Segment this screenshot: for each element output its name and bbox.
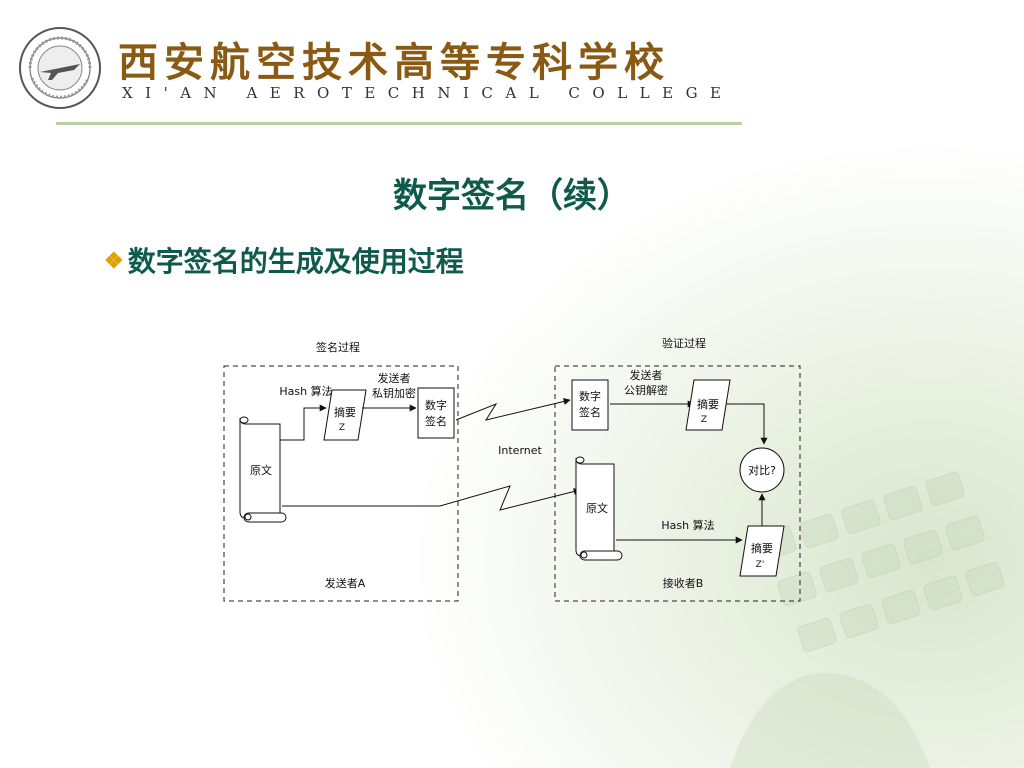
digest-z-label-sender: Z <box>339 423 345 433</box>
internet-link-document <box>282 485 581 511</box>
keyboard-hand-background-image <box>730 471 1005 768</box>
sender-label: 发送者A <box>325 576 366 590</box>
sign-process-label: 签名过程 <box>316 340 360 354</box>
college-name-cn: 西安航空技术高等专科学校 <box>118 39 670 86</box>
signature-label-sender-line1: 数字 <box>425 398 447 412</box>
bullet-item: ❖数字签名的生成及使用过程 <box>104 240 464 280</box>
header-divider <box>56 122 742 125</box>
signature-box-sender <box>417 387 455 439</box>
digest-label-sender: 摘要 <box>334 405 356 419</box>
arrow-hash-sender <box>280 404 327 441</box>
decrypt-label-line1: 发送者 <box>630 368 663 382</box>
slide-title: 数字签名（续） <box>393 176 631 216</box>
signature-box-receiver <box>571 379 609 431</box>
hash-algo-label-receiver: Hash 算法 <box>661 518 714 532</box>
sender-boundary-box <box>223 365 459 602</box>
original-doc-label-receiver: 原文 <box>586 501 608 515</box>
bullet-text: 数字签名的生成及使用过程 <box>127 245 464 278</box>
verify-process-label: 验证过程 <box>662 336 706 350</box>
signature-label-receiver-line1: 数字 <box>579 389 601 403</box>
digest-box-receiver-z <box>685 379 731 431</box>
diamond-bullet-icon: ❖ <box>104 248 124 274</box>
digest-label-receiver-z: 摘要 <box>697 397 719 411</box>
internet-label: Internet <box>498 444 542 457</box>
college-name-en: XI'AN AEROTECHNICAL COLLEGE <box>122 84 734 102</box>
digest-box-sender <box>323 389 367 441</box>
original-document-scroll-sender <box>239 416 287 523</box>
compare-label: 对比? <box>748 463 776 477</box>
arrow-to-compare-top <box>726 403 768 445</box>
encrypt-label-line2: 私钥加密 <box>372 386 416 400</box>
decrypt-label-line2: 公钥解密 <box>624 383 668 397</box>
header-banner: 西安航空技术高等专科学校 XI'AN AEROTECHNICAL COLLEGE <box>0 0 1024 130</box>
compare-node <box>739 447 785 493</box>
signature-label-sender-line2: 签名 <box>425 414 447 428</box>
digest-label-receiver-z-prime: 摘要 <box>751 541 773 555</box>
digest-z-prime-label: Z' <box>756 560 765 570</box>
internet-link-signature <box>455 398 571 421</box>
hash-algo-label-sender: Hash 算法 <box>279 384 332 398</box>
receiver-label: 接收者B <box>663 576 704 590</box>
college-seal-icon <box>19 27 101 109</box>
original-doc-label-sender: 原文 <box>250 463 272 477</box>
original-document-scroll-receiver <box>575 456 623 561</box>
digest-box-receiver-z-prime <box>739 525 785 577</box>
encrypt-label-line1: 发送者 <box>378 371 411 385</box>
digest-z-label-receiver: Z <box>701 415 707 425</box>
signature-label-receiver-line2: 签名 <box>579 405 601 419</box>
receiver-boundary-box <box>554 365 801 602</box>
